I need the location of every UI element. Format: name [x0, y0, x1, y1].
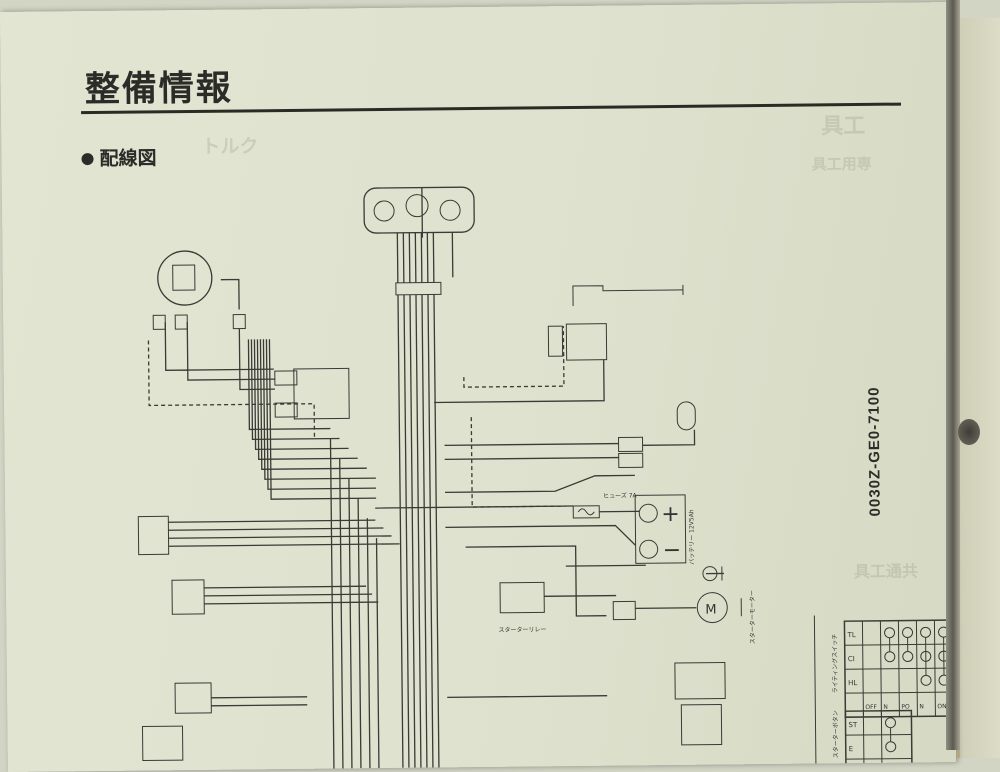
- switch-col-label: CI: [848, 655, 855, 663]
- wire: [433, 232, 439, 767]
- wire: [204, 594, 372, 596]
- switch-col-label: E: [849, 745, 854, 753]
- wire: [254, 338, 348, 449]
- manual-page: 具工 具工用専 トルク 具工通共 整備情報 配線図 0030Z-GE0-7100: [0, 2, 956, 772]
- switch-frame: [814, 616, 816, 764]
- wire: [266, 338, 376, 489]
- wire: [169, 544, 400, 546]
- binding-hole: [958, 419, 980, 445]
- wire: [421, 233, 427, 768]
- starter-relay: スターターリレー: [498, 581, 636, 633]
- wire: [377, 538, 379, 768]
- wire: [148, 339, 314, 441]
- left-switches: [138, 516, 212, 761]
- next-page-edge: [958, 18, 1000, 758]
- wire: [168, 520, 375, 522]
- page-gutter: [946, 0, 960, 750]
- contact-circle: [886, 742, 896, 752]
- ignition-coil: [548, 285, 684, 360]
- switch-col-label: TL: [847, 631, 856, 639]
- wire: [349, 478, 352, 768]
- wire: [397, 233, 403, 768]
- contact-circle: [885, 652, 895, 662]
- contact-circle: [920, 627, 930, 637]
- starter-motor: M スターターモーター: [697, 590, 757, 645]
- battery-label: バッテリー 12V5Ah: [688, 509, 696, 565]
- contact-circle: [885, 718, 895, 728]
- wire: [445, 525, 696, 618]
- switch-row-label: OFF: [865, 704, 877, 711]
- motor-symbol: M: [705, 603, 716, 618]
- contact-circle: [884, 628, 894, 638]
- starter-relay-label: スターターリレー: [498, 625, 546, 634]
- wire: [204, 602, 378, 604]
- wire: [211, 694, 607, 706]
- switch-col-label: ST: [848, 721, 858, 729]
- battery-minus: −: [663, 538, 682, 563]
- starter-switch-table: STEFREEPUSH: [845, 710, 912, 771]
- switch-row-label: N: [919, 703, 924, 710]
- contact-circle: [921, 675, 931, 685]
- fuse-label: ヒューズ 7A: [603, 491, 638, 499]
- fuse: ヒューズ 7A: [573, 491, 638, 518]
- wire: [367, 518, 370, 768]
- switch-row-label: N: [883, 704, 888, 711]
- contact-circle: [902, 627, 912, 637]
- switch-row-label: PO: [901, 704, 910, 711]
- wire: [257, 338, 357, 459]
- starter-motor-label: スターターモーター: [748, 590, 757, 644]
- wire: [471, 416, 565, 507]
- wire: [409, 233, 415, 768]
- wire: [168, 528, 383, 530]
- wire: [427, 233, 433, 768]
- wire: [204, 586, 366, 588]
- regulator: [275, 368, 350, 419]
- wire: [415, 233, 421, 768]
- generator: [153, 250, 246, 329]
- wire: [358, 498, 361, 768]
- battery: + − バッテリー 12V5Ah: [635, 495, 696, 566]
- meter-lamps: [364, 187, 475, 295]
- wire: [544, 564, 724, 596]
- lighting-switch-label: ライティングスイッチ: [831, 634, 840, 694]
- wire: [340, 458, 343, 768]
- contact-circle: [903, 651, 913, 661]
- switch-col-label: HL: [848, 679, 857, 687]
- wire: [444, 430, 694, 460]
- wire: [422, 186, 604, 403]
- wiring-diagram: ヒューズ 7A + − バッテリー 12V5Ah M スターターモーター スター…: [0, 2, 956, 772]
- starter-switch-label: スターターボタン: [831, 710, 840, 758]
- battery-plus: +: [661, 502, 680, 527]
- wire: [403, 233, 409, 768]
